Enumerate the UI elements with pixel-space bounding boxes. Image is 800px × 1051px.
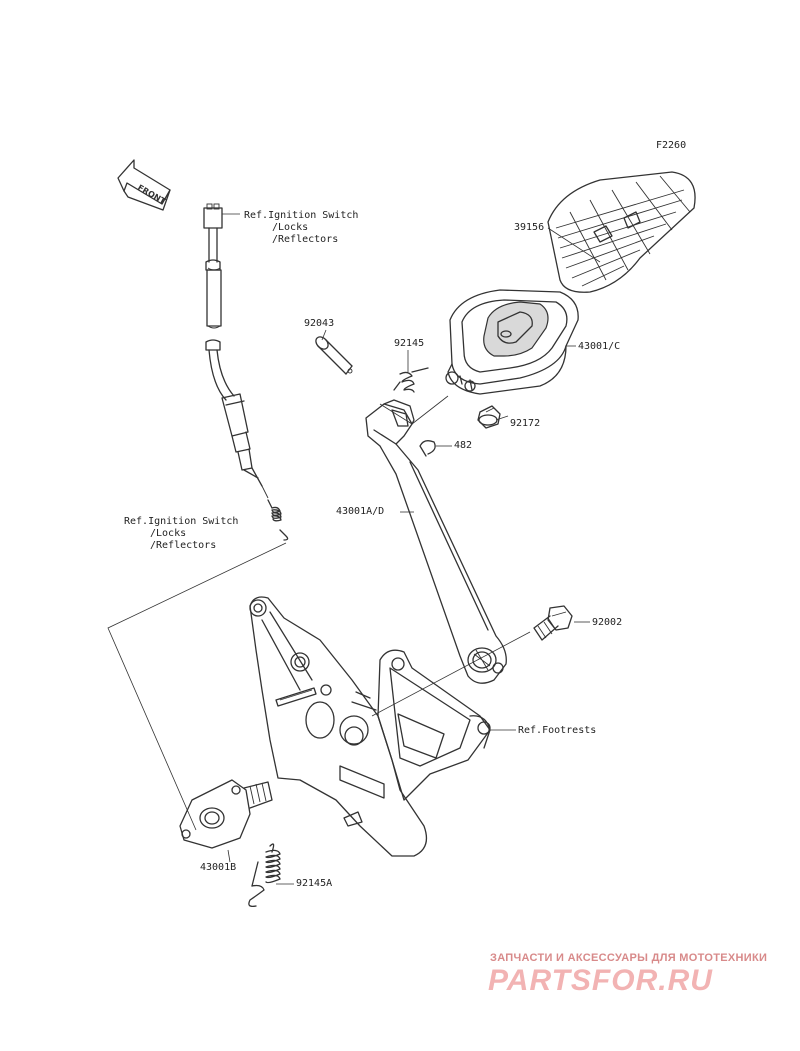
front-arrow-icon: FRONT (117, 159, 171, 211)
part-label-92145a[interactable]: 92145A (296, 878, 333, 889)
leader-bolt-axis (371, 631, 531, 717)
ref-footrests-label[interactable]: Ref.Footrests (518, 725, 597, 736)
ref-ignition-top-line2[interactable]: /Locks (272, 222, 309, 233)
ref-ignition-top-line3[interactable]: /Reflectors (272, 234, 339, 245)
ref-ignition-top-line1[interactable]: Ref.Ignition Switch (244, 210, 359, 221)
leader-39156 (547, 227, 601, 263)
leader-92043 (321, 329, 327, 341)
ref-ignition-mid-line2[interactable]: /Locks (150, 528, 187, 539)
leader-pin-axis (379, 395, 449, 425)
bolt-92002 (533, 605, 573, 641)
part-label-482[interactable]: 482 (454, 440, 473, 451)
leader-43001b (227, 849, 231, 863)
watermark-tagline: ЗАПЧАСТИ И АКСЕССУАРЫ ДЛЯ МОТОТЕХНИКИ (490, 952, 768, 964)
ref-ignition-mid-line1[interactable]: Ref.Ignition Switch (124, 516, 239, 527)
brake-switch-connector (203, 203, 223, 329)
part-label-92172[interactable]: 92172 (510, 418, 541, 429)
spring-92145 (393, 367, 429, 393)
switch-spring (267, 499, 289, 541)
part-label-43001c[interactable]: 43001/C (578, 341, 621, 352)
leader-92172 (495, 415, 509, 421)
footrest-bracket (249, 596, 491, 857)
part-label-92043[interactable]: 92043 (304, 318, 335, 329)
pedal-base-43001c (445, 289, 579, 395)
watermark-logo: PARTSFOR.RU (488, 964, 713, 997)
brake-switch (205, 339, 269, 499)
part-label-39156[interactable]: 39156 (514, 222, 545, 233)
figure-code: F2260 (656, 140, 687, 151)
part-label-92002[interactable]: 92002 (592, 617, 623, 628)
pedal-arm-43001ad (365, 399, 507, 684)
part-label-92145[interactable]: 92145 (394, 338, 425, 349)
pin-92043 (315, 336, 353, 375)
pedal-rubber-39156 (547, 171, 696, 293)
clip-482 (419, 440, 436, 457)
part-label-43001ad[interactable]: 43001A/D (336, 506, 385, 517)
part-label-43001b[interactable]: 43001B (200, 862, 237, 873)
ref-ignition-mid-line3[interactable]: /Reflectors (150, 540, 217, 551)
spring-bracket-43001b (179, 779, 273, 849)
spring-92145a (248, 843, 281, 908)
front-label: FRONT (136, 183, 167, 206)
bolt-92172 (477, 405, 501, 429)
leader-ref-mid (107, 542, 287, 831)
